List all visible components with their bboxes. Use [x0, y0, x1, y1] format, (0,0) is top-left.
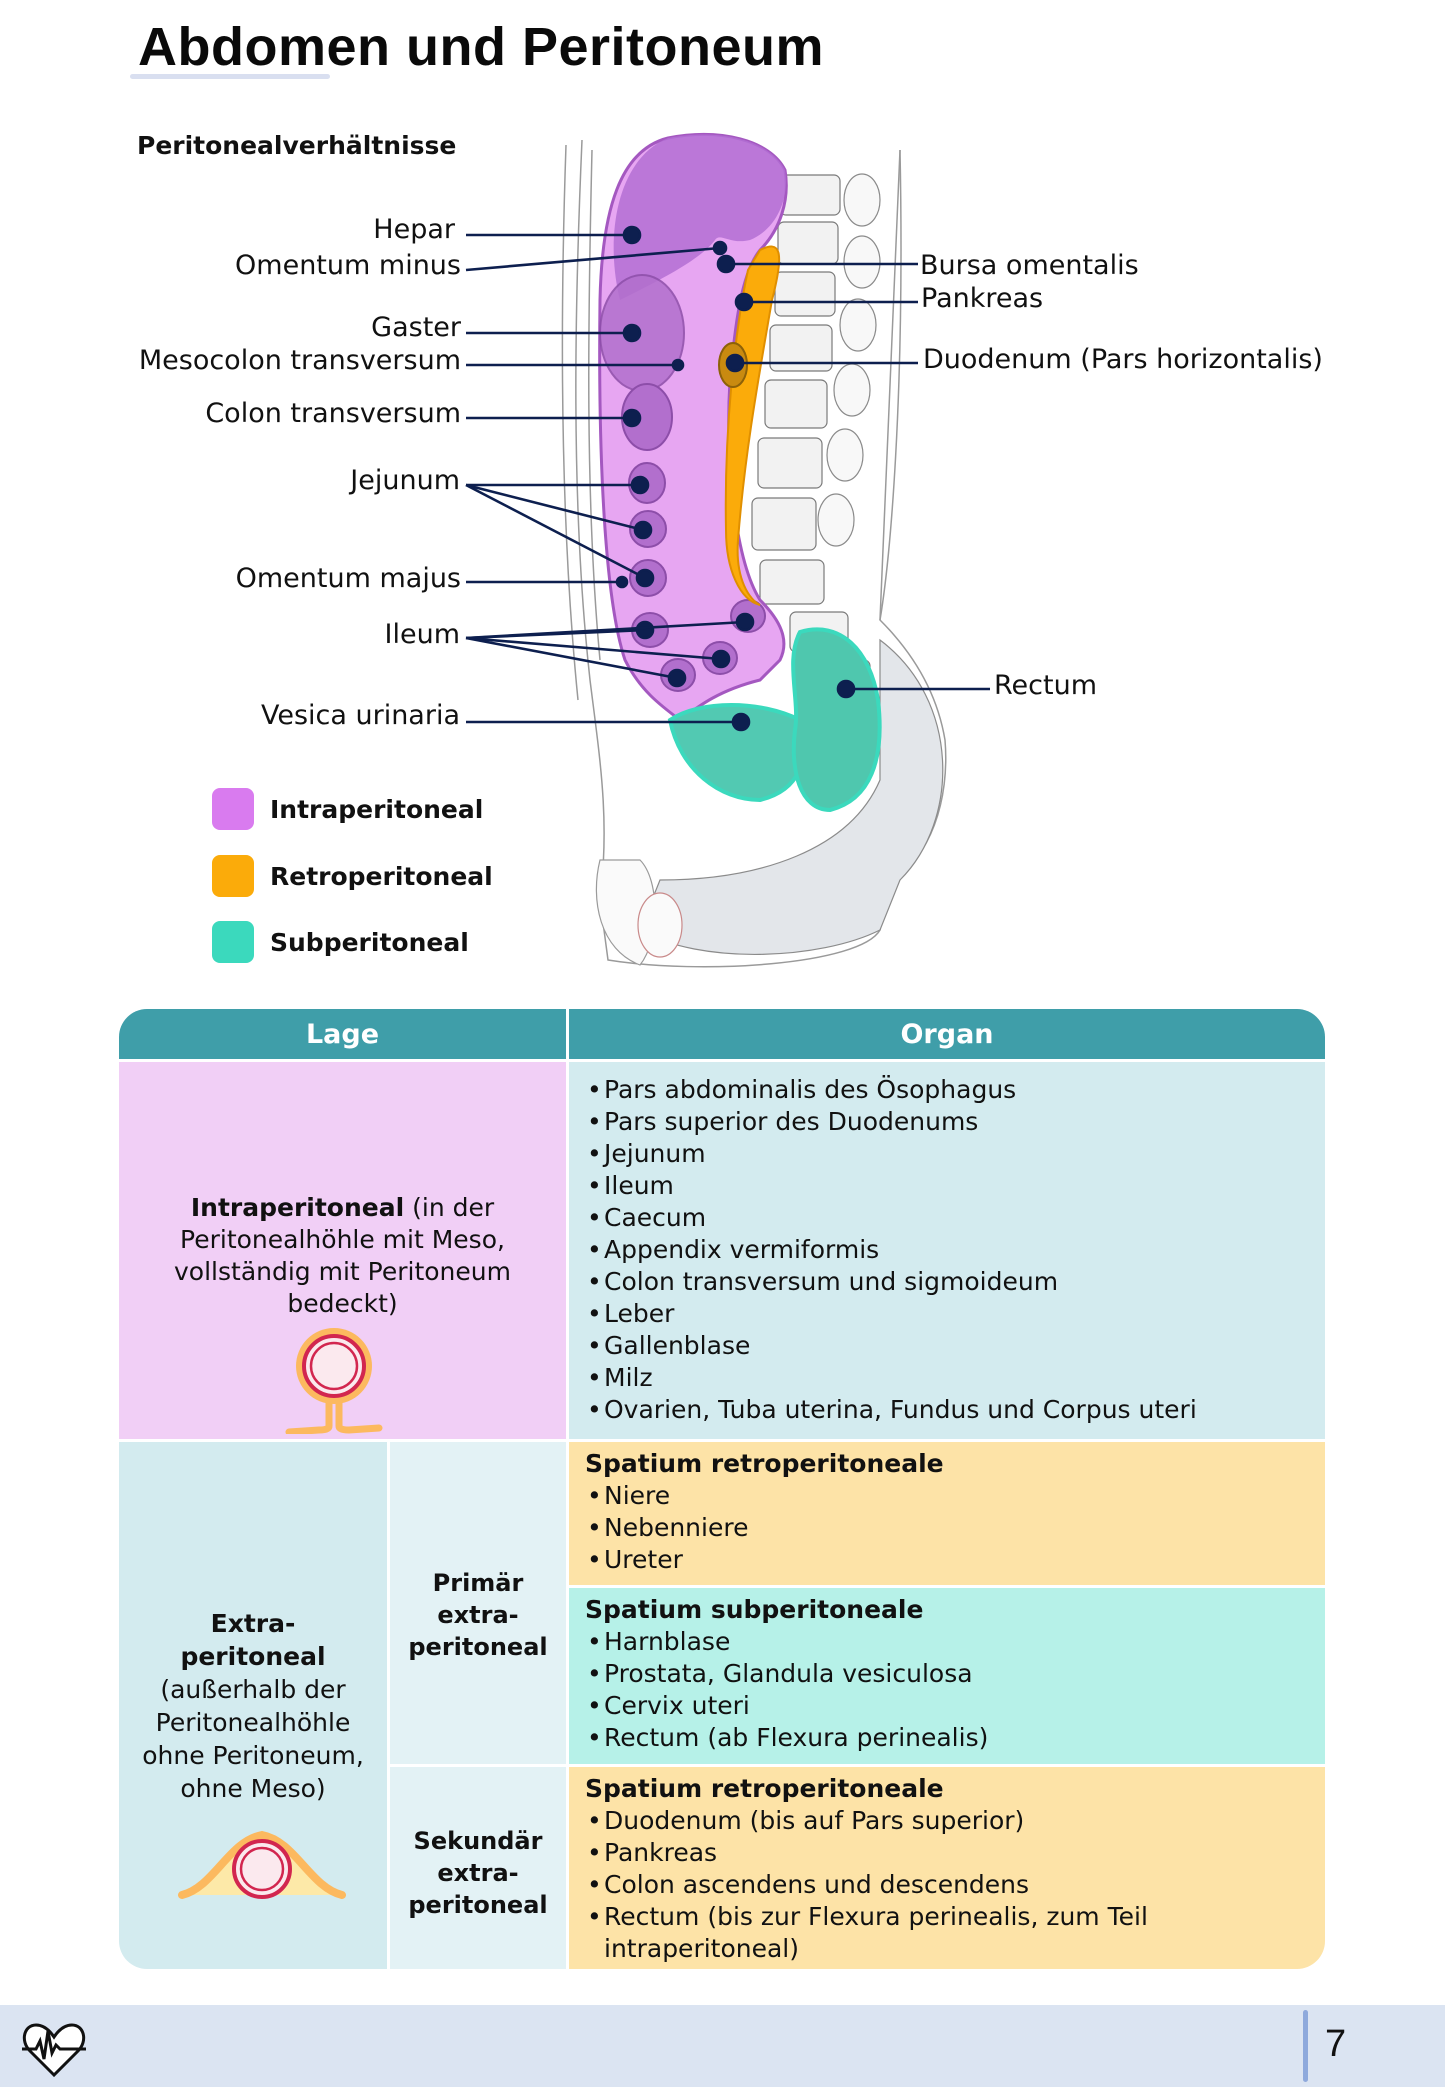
body-outline	[561, 139, 947, 968]
organ-list-item: Prostata, Glandula vesiculosa	[585, 1658, 1309, 1690]
label-duodenum: Duodenum (Pars horizontalis)	[923, 344, 1323, 375]
group-head: Spatium subperitoneale	[585, 1595, 924, 1624]
page-title: Abdomen und Peritoneum	[138, 17, 824, 77]
label-mesocolon-transversum: Mesocolon transversum	[138, 345, 461, 376]
primaer-retroperitoneal-cell: Spatium retroperitoneale NiereNebenniere…	[569, 1442, 1325, 1585]
organ-list-item: Ileum	[585, 1170, 1309, 1202]
organ-list-item: Rectum (ab Flexura perinealis)	[585, 1722, 1309, 1754]
organ-list-item: Rectum (bis zur Flexura perinealis, zum …	[585, 1901, 1309, 1965]
primaer-subperitoneal-cell: Spatium subperitoneale HarnblaseProstata…	[569, 1588, 1325, 1764]
leader-lines	[465, 225, 990, 732]
lage-extraperitoneal-cell: Extra- peritoneal (außerhalb der Periton…	[119, 1442, 387, 1969]
organ-list-item: Appendix vermiformis	[585, 1234, 1309, 1266]
legend-item-retroperitoneal: Retroperitoneal	[212, 855, 493, 897]
lage-extraperitoneal-desc: (außerhalb der Peritonealhöhle ohne Peri…	[142, 1675, 364, 1803]
label-pankreas: Pankreas	[921, 283, 1044, 314]
primaer-label: Primär extra-peritoneal	[408, 1569, 548, 1661]
lage-intraperitoneal-desc: (in der Peritonealhöhle mit Meso, vollst…	[174, 1193, 511, 1318]
lage-intraperitoneal-cell: Intraperitoneal (in der Peritonealhöhle …	[119, 1062, 566, 1439]
page-footer	[0, 2005, 1445, 2087]
header-lage: Lage	[119, 1009, 566, 1059]
label-rectum: Rectum	[994, 670, 1098, 701]
label-omentum-minus: Omentum minus	[235, 250, 461, 281]
sekundaer-retroperitoneal-cell: Spatium retroperitoneale Duodenum (bis a…	[569, 1767, 1325, 1969]
organ-list: HarnblaseProstata, Glandula vesiculosaCe…	[585, 1626, 1309, 1754]
rectum-organ	[791, 627, 882, 813]
spinous-processes	[817, 173, 881, 547]
organ-list-item: Leber	[585, 1298, 1309, 1330]
organ-list-item: Ureter	[585, 1544, 1309, 1576]
organ-list-item: Cervix uteri	[585, 1690, 1309, 1722]
intraperitoneal-organ-list: Pars abdominalis des ÖsophagusPars super…	[585, 1074, 1309, 1426]
anatomy-illustration	[465, 133, 990, 968]
heart-pulse-icon	[22, 2023, 86, 2078]
genital-sketch	[595, 859, 683, 966]
legend-label: Retroperitoneal	[270, 861, 493, 891]
organ-list-item: Duodenum (bis auf Pars superior)	[585, 1805, 1309, 1837]
label-colon-transversum: Colon transversum	[205, 398, 461, 429]
organ-list-item: Ovarien, Tuba uterina, Fundus und Corpus…	[585, 1394, 1309, 1426]
lage-intraperitoneal-bold: Intraperitoneal	[190, 1193, 405, 1222]
title-underline	[130, 74, 330, 79]
label-bursa-omentalis: Bursa omentalis	[920, 250, 1139, 281]
label-ileum: Ileum	[384, 619, 461, 650]
header-organ: Organ	[569, 1009, 1325, 1059]
organ-list-item: Pankreas	[585, 1837, 1309, 1869]
organ-list: NiereNebenniereUreter	[585, 1480, 1309, 1576]
lage-extraperitoneal-text: Extra- peritoneal (außerhalb der Periton…	[125, 1607, 381, 1805]
label-vesica-urinaria: Vesica urinaria	[260, 700, 460, 731]
legend-swatch-subperitoneal	[212, 921, 254, 963]
legend-label: Intraperitoneal	[270, 794, 484, 824]
sekundaer-label-cell: Sekundär extra-peritoneal	[390, 1767, 566, 1969]
lage-extraperitoneal-bold: Extra- peritoneal	[180, 1609, 326, 1671]
label-jejunum: Jejunum	[350, 465, 460, 496]
liver	[613, 134, 786, 300]
sekundaer-label: Sekundär extra-peritoneal	[408, 1827, 548, 1919]
lage-intraperitoneal-text: Intraperitoneal (in der Peritonealhöhle …	[159, 1192, 526, 1320]
section-subtitle: Peritonealverhältnisse	[137, 131, 457, 160]
organ-list-item: Colon transversum und sigmoideum	[585, 1266, 1309, 1298]
anatomy-figure: Hepar Omentum minus Gaster Mesocolon tra…	[0, 0, 1445, 990]
legend-item-subperitoneal: Subperitoneal	[212, 921, 469, 963]
legend-label: Subperitoneal	[270, 927, 469, 957]
legend-swatch-intraperitoneal	[212, 788, 254, 830]
gluteal-region	[639, 638, 944, 956]
page-number: 7	[1325, 2023, 1347, 2065]
retroperitoneal-region	[724, 245, 781, 606]
primaer-label-cell: Primär extra-peritoneal	[390, 1442, 566, 1764]
organ-list-item: Caecum	[585, 1202, 1309, 1234]
label-hepar: Hepar	[373, 214, 455, 245]
organ-list-item: Nebenniere	[585, 1512, 1309, 1544]
group-head: Spatium retroperitoneale	[585, 1449, 944, 1478]
organ-list-item: Niere	[585, 1480, 1309, 1512]
organ-list-item: Pars abdominalis des Ösophagus	[585, 1074, 1309, 1106]
organ-list-item: Pars superior des Duodenums	[585, 1106, 1309, 1138]
intraperitoneal-diagram-icon	[285, 1328, 383, 1434]
organ-list-item: Jejunum	[585, 1138, 1309, 1170]
legend-item-intraperitoneal: Intraperitoneal	[212, 788, 483, 830]
page-number-divider	[1303, 2010, 1308, 2082]
organ-list-item: Milz	[585, 1362, 1309, 1394]
group-head: Spatium retroperitoneale	[585, 1774, 944, 1803]
organ-list-item: Colon ascendens und descendens	[585, 1869, 1309, 1901]
organ-intraperitoneal-cell: Pars abdominalis des ÖsophagusPars super…	[569, 1062, 1325, 1439]
organ-list-item: Gallenblase	[585, 1330, 1309, 1362]
label-gaster: Gaster	[371, 312, 461, 343]
organ-list-item: Harnblase	[585, 1626, 1309, 1658]
organ-list: Duodenum (bis auf Pars superior)Pankreas…	[585, 1805, 1309, 1965]
legend-swatch-retroperitoneal	[212, 855, 254, 897]
label-omentum-majus: Omentum majus	[235, 563, 461, 594]
peritoneal-table: Lage Organ Intraperitoneal (in der Perit…	[119, 1009, 1325, 1969]
extraperitoneal-diagram-icon	[178, 1830, 346, 1899]
